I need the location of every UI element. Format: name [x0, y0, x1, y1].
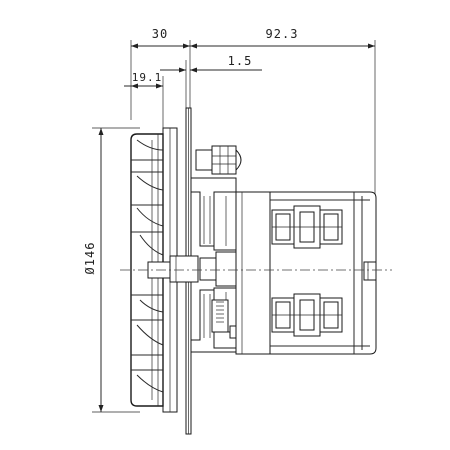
- mounting-bracket: [190, 145, 247, 353]
- dim-flange-offset: 30: [130, 27, 191, 120]
- dim-92-3-label: 92.3: [266, 27, 299, 41]
- dim-diameter-label: Ø146: [83, 242, 97, 275]
- dim-diameter: Ø146: [83, 127, 140, 413]
- dim-plate-thickness: 1.5: [160, 54, 262, 108]
- winding-upper: [271, 205, 343, 249]
- dim-1-5-label: 1.5: [228, 54, 253, 68]
- winding-lower: [271, 293, 343, 337]
- dim-19-1-label: 19.1: [132, 71, 163, 84]
- dim-30-label: 30: [152, 27, 168, 41]
- dim-overall-depth: 92.3: [190, 27, 376, 195]
- dim-impeller-width: 19.1: [124, 71, 164, 128]
